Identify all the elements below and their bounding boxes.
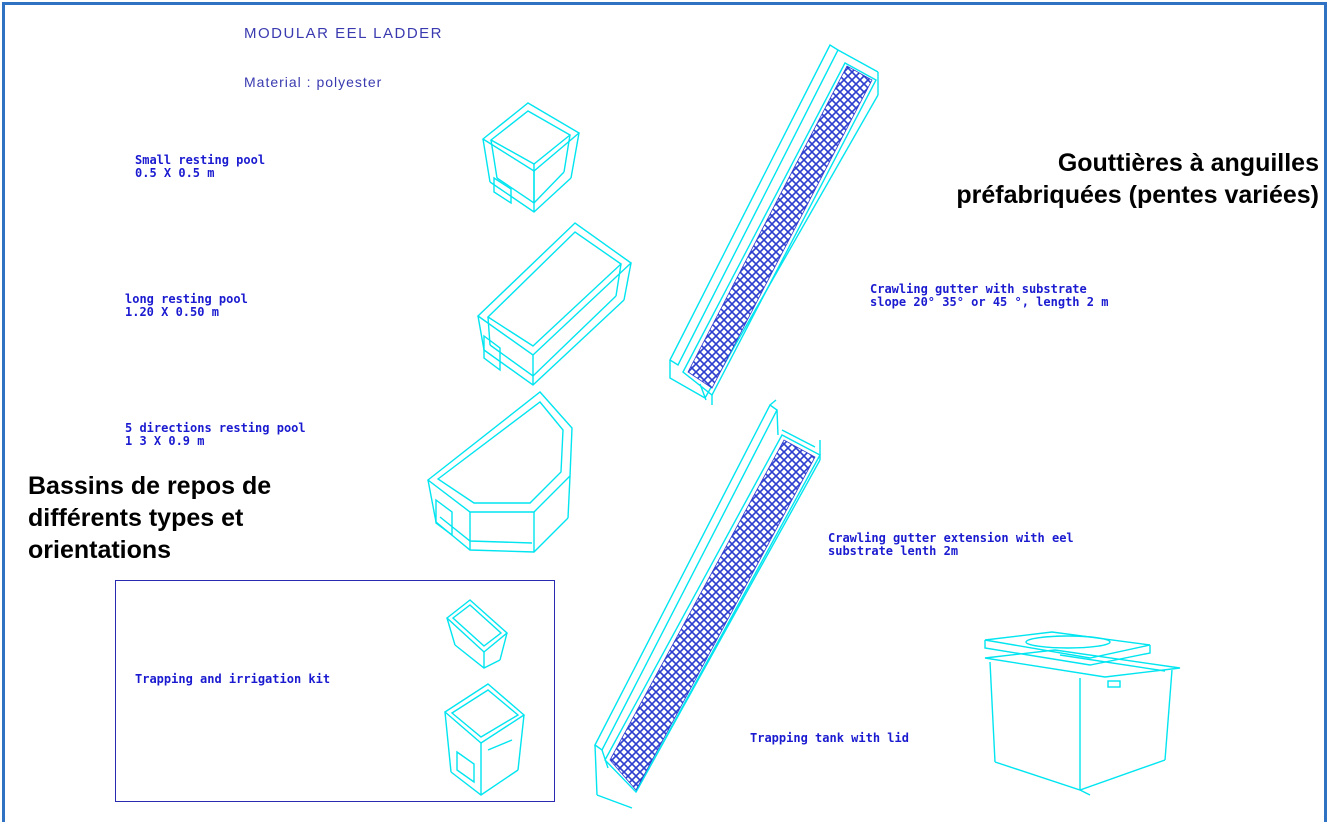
gutters-caption-line1: Gouttières à anguilles (1057, 149, 1319, 177)
pools-caption-line2: différents types et (28, 504, 244, 532)
trapping-kit-label: Trapping and irrigation kit (135, 672, 331, 686)
gutter-extension-drawing (594, 399, 821, 809)
pools-caption-line1: Bassins de repos de (28, 472, 272, 500)
long-resting-pool-drawing (476, 222, 633, 386)
small-pool-name: Small resting pool (135, 153, 266, 167)
extension-spec: substrate lenth 2m (828, 544, 959, 558)
gutters-caption-line2: préfabriquées (pentes variées) (956, 181, 1319, 209)
french-gutters-caption: Gouttières à anguilles préfabriquées (pe… (956, 147, 1319, 211)
trapping-tank-label: Trapping tank with lid (750, 731, 909, 745)
drawing-title: MODULAR EEL LADDER (244, 25, 443, 42)
material-label: Material : polyester (244, 74, 383, 90)
extension-substrate (609, 439, 816, 791)
trapping-tank-drawing (984, 631, 1181, 796)
five-dir-pool-name: 5 directions resting pool (125, 421, 306, 435)
long-pool-size: 1.20 X 0.50 m (125, 305, 219, 319)
five-dir-pool-size: 1 3 X 0.9 m (125, 434, 205, 448)
extension-name: Crawling gutter extension with eel (828, 531, 1074, 545)
french-pools-caption: Bassins de repos de différents types et … (28, 470, 271, 566)
crawling-gutter-drawing (669, 44, 879, 405)
long-pool-name: long resting pool (125, 292, 248, 306)
trapping-kit-large-box (443, 683, 526, 796)
gutter-substrate (687, 65, 873, 389)
trapping-kit-small-box (445, 599, 509, 669)
gutter-name: Crawling gutter with substrate (870, 282, 1087, 296)
five-directions-pool-drawing (426, 391, 573, 553)
trapping-kit-frame (115, 580, 555, 802)
gutter-spec: slope 20° 35° or 45 °, length 2 m (870, 295, 1109, 309)
small-resting-pool-drawing (481, 102, 581, 213)
pools-caption-line3: orientations (28, 536, 172, 564)
small-pool-size: 0.5 X 0.5 m (135, 166, 215, 180)
